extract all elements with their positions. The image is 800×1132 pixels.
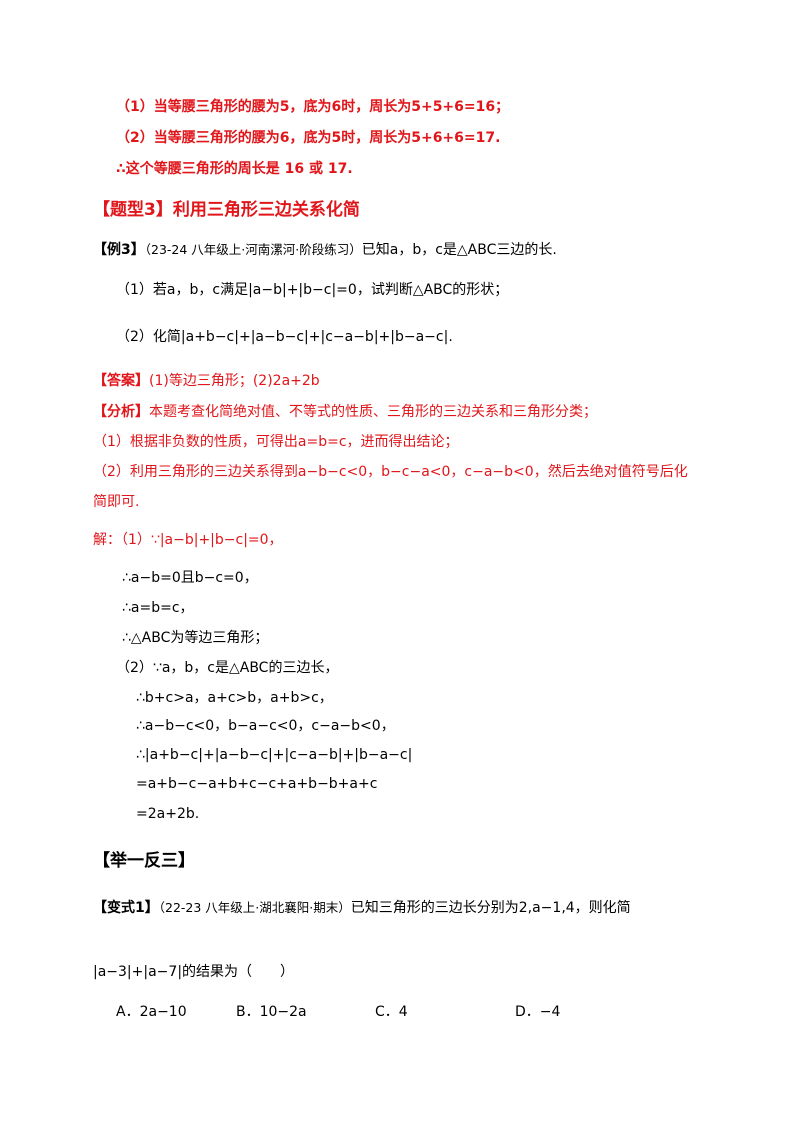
option-d[interactable]: D．−4 (515, 1004, 561, 1020)
solution-line-3: ∴a=b=c， (122, 600, 194, 616)
analysis-text: 本题考查化简绝对值、不等式的性质、三角形的三边关系和三角形分类； (149, 404, 597, 420)
solution-line-5: （2）∵a，b，c是△ABC的三边长， (116, 660, 339, 676)
variant-text: 已知三角形的三边长分别为2,a−1,4，则化简 (350, 900, 631, 916)
question-1: （1）若a，b，c满足|a−b|+|b−c|=0，试判断△ABC的形状； (116, 282, 509, 298)
intro-line-1: （1）当等腰三角形的腰为5，底为6时，周长为5+5+6=16； (116, 99, 510, 115)
answer-line: 【答案】(1)等边三角形；(2)2a+2b (93, 371, 320, 391)
section-heading: 【题型3】利用三角形三边关系化简 (93, 200, 360, 220)
analysis-point-1: （1）根据非负数的性质，可得出a=b=c，进而得出结论； (93, 434, 459, 450)
analysis-point-2: （2）利用三角形的三边关系得到a−b−c<0，b−c−a<0，c−a−b<0，然… (93, 464, 688, 480)
variant-header: 【变式1】（22-23 八年级上·湖北襄阳·期末）已知三角形的三边长分别为2,a… (93, 898, 631, 918)
example-text: 已知a，b，c是△ABC三边的长. (361, 242, 557, 258)
solution-line-6: ∴b+c>a，a+c>b，a+b>c， (136, 690, 333, 706)
solution-line-1: 解：（1）∵|a−b|+|b−c|=0， (93, 532, 283, 548)
solution-line-2: ∴a−b=0且b−c=0， (122, 570, 258, 586)
answer-label: 【答案】 (93, 373, 149, 389)
example-source: （23-24 八年级上·河南漯河·阶段练习） (144, 242, 362, 257)
variant-source: （22-23 八年级上·湖北襄阳·期末） (158, 900, 351, 915)
solution-line-7: ∴a−b−c<0，b−a−c<0，c−a−b<0， (136, 718, 395, 734)
question-2: （2）化简|a+b−c|+|a−b−c|+|c−a−b|+|b−a−c|. (116, 329, 453, 345)
analysis-label: 【分析】 (93, 404, 149, 420)
intro-line-3: ∴这个等腰三角形的周长是 16 或 17. (116, 161, 353, 177)
option-b[interactable]: B．10−2a (236, 1004, 307, 1020)
example-label: 【例3】 (93, 242, 145, 258)
practice-heading: 【举一反三】 (93, 851, 195, 871)
variant-text-2: |a−3|+|a−7|的结果为（ ） (93, 964, 295, 980)
intro-line-2: （2）当等腰三角形的腰为6，底为5时，周长为5+6+6=17. (116, 130, 501, 146)
variant-label: 【变式1】 (93, 900, 159, 916)
solution-line-4: ∴△ABC为等边三角形； (122, 630, 269, 646)
answer-text: (1)等边三角形；(2)2a+2b (149, 373, 320, 389)
solution-line-9: =a+b−c−a+b+c−c+a+b−b+a+c (136, 776, 378, 792)
solution-line-8: ∴|a+b−c|+|a−b−c|+|c−a−b|+|b−a−c| (136, 747, 413, 763)
solution-line-10: =2a+2b. (136, 806, 200, 822)
example-header: 【例3】（23-24 八年级上·河南漯河·阶段练习）已知a，b，c是△ABC三边… (93, 240, 557, 260)
analysis-point-2-cont: 简即可. (93, 494, 140, 510)
analysis-line: 【分析】本题考查化简绝对值、不等式的性质、三角形的三边关系和三角形分类； (93, 402, 597, 422)
option-a[interactable]: A．2a−10 (116, 1004, 187, 1020)
option-c[interactable]: C．4 (375, 1004, 408, 1020)
